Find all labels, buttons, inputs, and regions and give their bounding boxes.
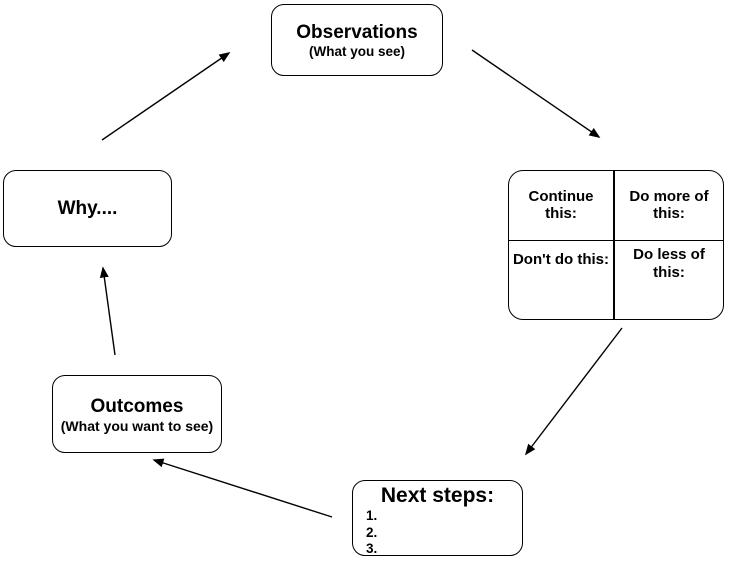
next-steps-item: 2.	[366, 524, 378, 540]
arrow-observations-to-grid	[471, 49, 601, 138]
arrow-outcomes-to-why	[99, 266, 116, 356]
outcomes-title: Outcomes	[90, 395, 184, 417]
node-quadrant-grid: Continue this: Do more of this: Don't do…	[508, 170, 724, 320]
grid-horizontal-divider	[509, 239, 723, 241]
node-observations: Observations (What you see)	[271, 4, 443, 76]
node-why: Why....	[3, 170, 172, 247]
next-steps-list: 1. 2. 3.	[353, 508, 522, 558]
why-title: Why....	[57, 198, 118, 219]
next-steps-item: 3.	[366, 541, 378, 556]
arrow-why-to-observations	[101, 52, 231, 141]
next-steps-title: Next steps:	[380, 484, 495, 507]
grid-cell-continue-this: Continue this:	[528, 187, 594, 223]
node-next-steps: Next steps: 1. 2. 3.	[352, 480, 523, 556]
node-outcomes: Outcomes (What you want to see)	[52, 375, 222, 453]
grid-cell-do-less-of-this: Do less of this:	[633, 246, 705, 281]
outcomes-subtitle: (What you want to see)	[60, 417, 214, 434]
next-steps-item: 1.	[366, 508, 378, 523]
arrow-grid-to-next-steps	[524, 327, 623, 456]
grid-vertical-divider	[613, 171, 615, 319]
grid-cell-do-more-of-this: Do more of this:	[629, 187, 709, 223]
arrow-next-steps-to-outcomes	[152, 458, 333, 518]
observations-title: Observations	[296, 21, 418, 43]
grid-cell-dont-do-this: Don't do this:	[512, 251, 610, 268]
observations-subtitle: (What you see)	[308, 43, 405, 59]
